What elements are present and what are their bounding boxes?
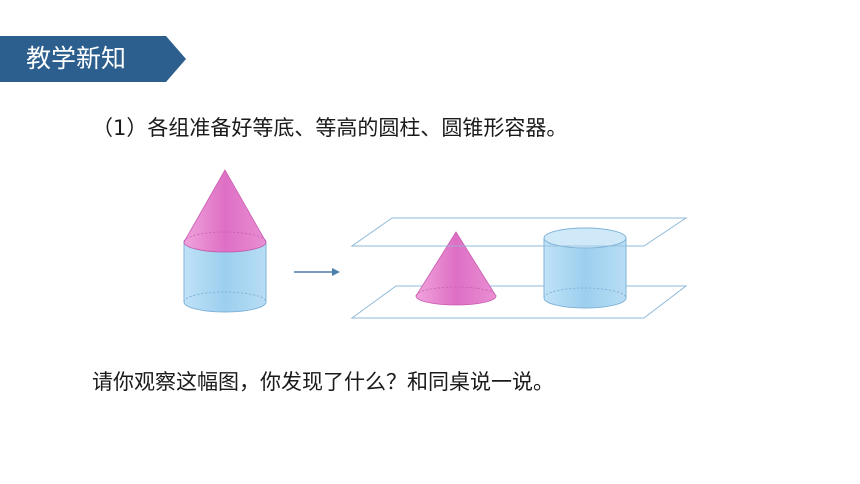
section-header-tab: 教学新知 xyxy=(0,36,186,82)
arrow-right-icon xyxy=(294,268,340,276)
cylinder-shape xyxy=(543,227,627,309)
section-title: 教学新知 xyxy=(26,44,127,73)
header-tab-shape xyxy=(0,36,186,82)
discussion-question: 请你观察这幅图，你发现了什么？和同桌说一说。 xyxy=(92,370,554,394)
step-instruction: （1）各组准备好等底、等高的圆柱、圆锥形容器。 xyxy=(92,116,568,140)
cone-on-cylinder-shape xyxy=(183,169,267,313)
geometry-figure xyxy=(156,160,692,332)
cone-shape xyxy=(415,231,497,306)
cone-cylinder-illustration xyxy=(156,160,692,332)
